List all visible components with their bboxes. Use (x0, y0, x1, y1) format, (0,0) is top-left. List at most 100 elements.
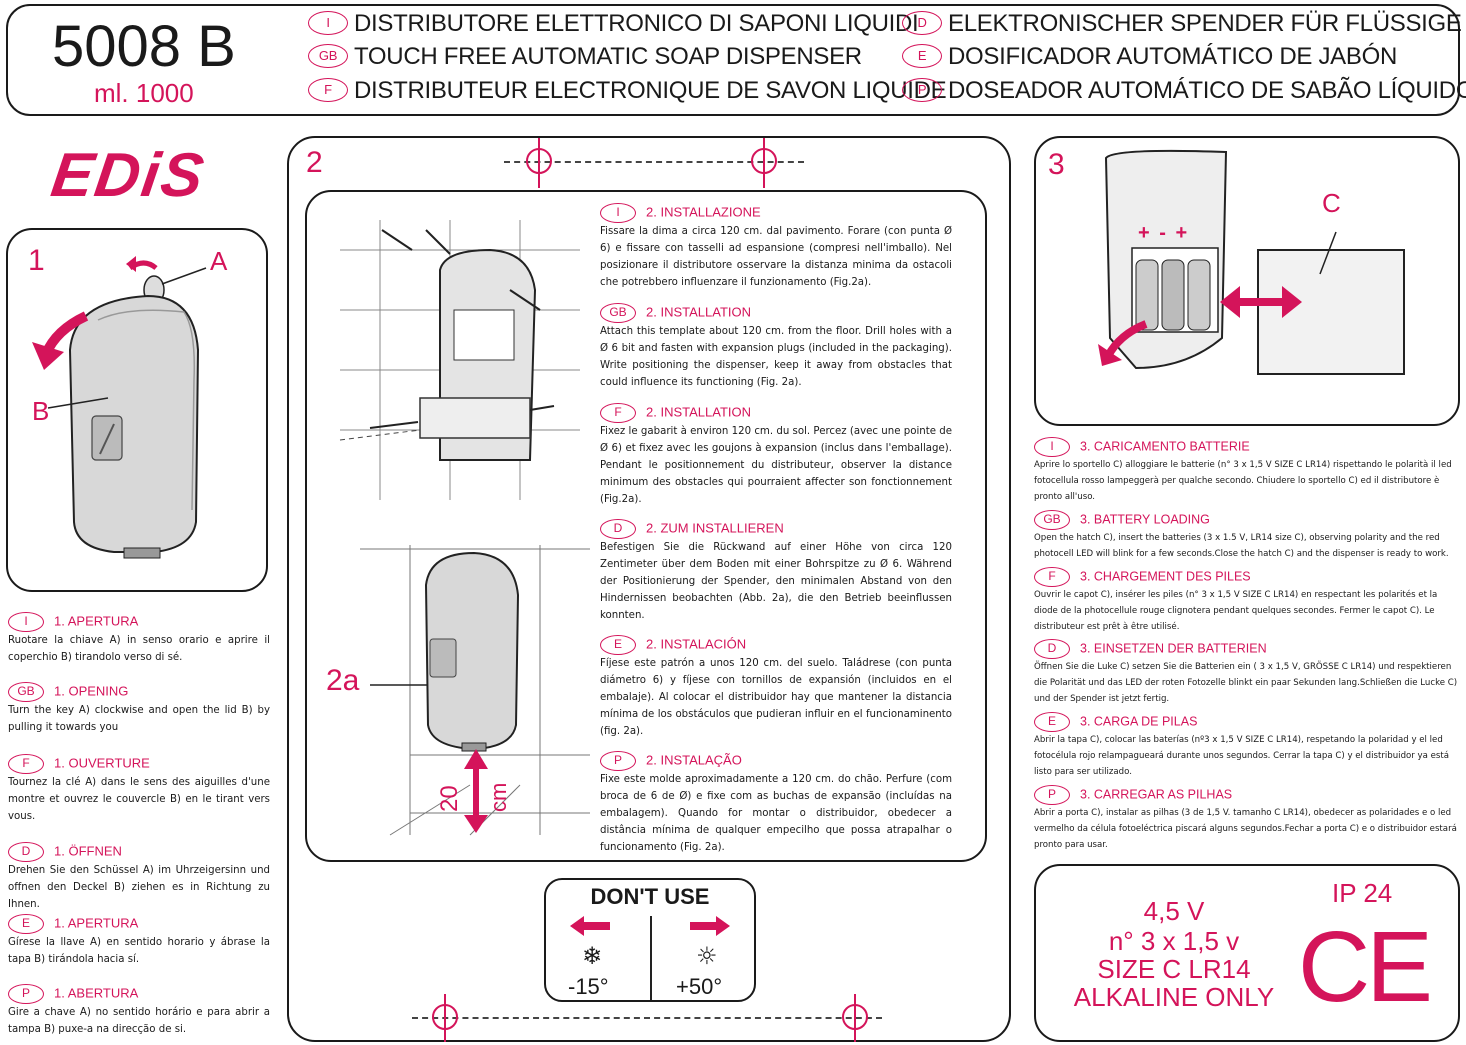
step3-section-text-5: Abrir a porta C), instalar as pilhas (3 … (1034, 808, 1457, 850)
step2-section-text-3: Befestigen Sie die Rückwand auf einer Hö… (600, 542, 952, 621)
cold-limit: -15° (568, 974, 609, 999)
language-badge: F (308, 77, 348, 102)
step3-section-text-2: Ouvrir le capot C), insérer les piles (n… (1034, 590, 1438, 632)
spec-voltage: 4,5 V (1143, 896, 1205, 926)
battery-loading-illustration (1098, 149, 1405, 375)
language-badge: D (1034, 639, 1070, 659)
hot-limit: +50° (676, 974, 723, 999)
wall-mounting-illustration (339, 220, 580, 500)
section-heading: 3. CHARGEMENT DES PILES (1080, 569, 1251, 584)
battery-spec-box: 4,5 V n° 3 x 1,5 v SIZE C LR14 ALKALINE … (1034, 864, 1460, 1042)
language-badge: GB (308, 43, 348, 68)
language-badge: F (8, 754, 44, 774)
top-left-hole-line (538, 138, 540, 188)
header-title-text: DOSEADOR AUTOMÁTICO DE SABÃO LÍQUIDO (948, 77, 1466, 104)
brand-logo: EDiS (47, 141, 210, 210)
section-heading: 3. EINSETZEN DER BATTERIEN (1080, 641, 1267, 656)
section-heading: 3. CARICAMENTO BATTERIE (1080, 439, 1250, 454)
step1-dispenser-illustration (32, 256, 207, 559)
language-badge: F (600, 403, 636, 423)
spec-battery-size: SIZE C LR14 (1097, 954, 1251, 984)
step2-section-text-4: Fíjese este patrón a unos 120 cm. del su… (600, 658, 952, 737)
step2-section-text-5: Fixe este molde aproximadamente a 120 cm… (600, 774, 952, 853)
step3-section-title-3: D 3. EINSETZEN DER BATTERIEN (1034, 639, 1267, 659)
step2-section-title-2: F 2. INSTALLATION (600, 403, 751, 423)
language-badge: I (600, 203, 636, 223)
language-badge: P (902, 77, 942, 102)
spec-battery-type: ALKALINE ONLY (1073, 982, 1275, 1012)
step3-label-c: C (1322, 188, 1341, 218)
language-badge: GB (1034, 510, 1070, 530)
step2-inner-box (305, 190, 987, 862)
step1-section-text-2: Tournez la clé A) dans le sens des aigui… (8, 777, 270, 822)
step3-section-title-1: GB 3. BATTERY LOADING (1034, 510, 1210, 530)
language-badge: I (1034, 437, 1070, 457)
ip-rating: IP 24 (1332, 878, 1393, 908)
header-box: 5008 B ml. 1000 (6, 4, 1460, 116)
top-mounting-line (504, 161, 804, 163)
language-badge: P (1034, 785, 1070, 805)
header-title-text: DISTRIBUTORE ELETTRONICO DI SAPONI LIQUI… (354, 10, 919, 37)
step1-section-text-3: Drehen Sie den Schüssel A) im Uhrzeigers… (8, 865, 270, 910)
section-heading: 1. OUVERTURE (54, 755, 150, 771)
language-badge: I (8, 612, 44, 632)
language-badge: GB (8, 682, 44, 702)
section-heading: 3. CARREGAR AS PILHAS (1080, 787, 1233, 802)
step2-outer-box (287, 136, 1011, 1042)
step3-figure-box: 3 + - + C (1034, 136, 1460, 426)
step3-section-text-3: Öffnen Sie die Luke C) setzen Sie die Ba… (1034, 662, 1458, 704)
header-title-text: TOUCH FREE AUTOMATIC SOAP DISPENSER (354, 43, 862, 70)
section-heading: 3. BATTERY LOADING (1080, 512, 1210, 527)
step1-figure-box: 1 A B (6, 228, 268, 592)
step1-section-text-0: Ruotare la chiave A) in senso orario e a… (8, 635, 270, 663)
section-heading: 2. INSTALLATION (646, 404, 751, 420)
step1-number: 1 (28, 244, 45, 277)
step3-section-title-4: E 3. CARGA DE PILAS (1034, 712, 1197, 732)
capacity: ml. 1000 (94, 78, 194, 108)
cold-arrow-icon (570, 916, 610, 936)
hot-arrow-icon (690, 916, 730, 936)
figure-2a-label: 2a (326, 664, 360, 697)
bottom-left-hole-line (444, 994, 446, 1042)
section-heading: 3. CARGA DE PILAS (1080, 714, 1198, 729)
step2-section-text-0: Fissare la dima a circa 120 cm. dal pavi… (600, 226, 952, 288)
model-number: 5008 B (52, 14, 236, 79)
header-title-text: DISTRIBUTEUR ELECTRONIQUE DE SAVON LIQUI… (354, 77, 947, 104)
battery-polarity: + - + (1138, 222, 1190, 244)
language-badge: I (308, 10, 348, 35)
section-heading: 1. ABERTURA (54, 985, 139, 1001)
top-right-hole-line (763, 138, 765, 188)
step1-section-text-5: Gire a chave A) no sentido horário e par… (8, 1007, 270, 1035)
language-badge: P (8, 984, 44, 1004)
language-badge: E (902, 43, 942, 68)
snowflake-icon: ❄ (582, 942, 603, 970)
step2-section-text-1: Attach this template about 120 cm. from … (600, 326, 952, 388)
height-unit: cm (486, 782, 511, 812)
language-badge: E (1034, 712, 1070, 732)
section-heading: 2. INSTALACIÓN (646, 636, 747, 652)
language-badge: GB (600, 303, 636, 323)
bottom-right-hole-line (854, 994, 856, 1042)
spec-battery-count: n° 3 x 1,5 v (1108, 926, 1240, 956)
step1-section-title-2: F 1. OUVERTURE (8, 754, 150, 774)
step1-label-a: A (210, 246, 228, 276)
language-badge: E (8, 914, 44, 934)
step3-section-text-1: Open the hatch C), insert the batteries … (1034, 533, 1449, 559)
header-title-text: DOSIFICADOR AUTOMÁTICO DE JABÓN (948, 43, 1397, 70)
step2-section-text-2: Fixez le gabarit à environ 120 cm. du so… (600, 426, 952, 505)
sun-icon: ☼ (696, 942, 718, 970)
step3-section-text-0: Aprire lo sportello C) alloggiare le bat… (1034, 460, 1452, 502)
